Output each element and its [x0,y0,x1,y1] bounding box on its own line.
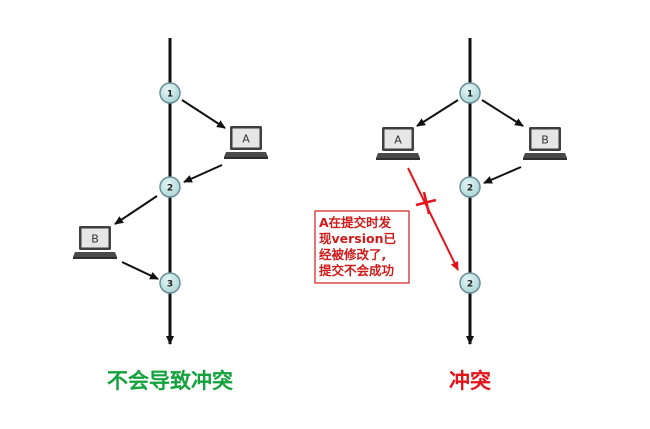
svg-text:2: 2 [467,184,473,194]
svg-text:1: 1 [467,90,473,100]
note-line-2: 现version已 [319,231,397,246]
left-node-2: 2 [159,176,181,198]
left-node-1: 1 [159,82,181,104]
note-line-3: 经被修改了, [319,247,386,262]
left-diagram: 1 2 3 A B 不会导致冲突 [73,38,268,393]
right-node-2: 2 [459,176,481,198]
conflict-note: A在提交时发 现version已 经被修改了, 提交不会成功 [314,210,410,284]
svg-text:1: 1 [167,90,173,100]
svg-text:A: A [242,133,250,146]
svg-text:B: B [541,134,549,147]
right-arrow-1-to-b [481,99,524,127]
svg-text:2: 2 [167,184,173,194]
conflict-cross-icon [415,191,437,215]
svg-text:2: 2 [467,280,473,290]
left-node-3: 3 [159,272,181,294]
left-arrow-a-to-2 [183,164,223,183]
left-laptop-a-icon: A [224,126,268,159]
svg-text:B: B [91,233,99,246]
left-arrow-1-to-a [181,99,226,129]
right-conflict-arrow [407,167,459,271]
note-line-1: A在提交时发 [319,215,392,230]
right-node-1: 1 [459,82,481,104]
right-laptop-a-icon: A [376,127,420,160]
left-arrow-2-to-b [114,195,158,225]
right-caption: 冲突 [449,369,491,393]
svg-text:3: 3 [167,280,173,290]
svg-text:A: A [394,134,402,147]
left-laptop-b-icon: B [73,226,117,259]
right-laptop-b-icon: B [523,127,567,160]
right-node-2b: 2 [459,272,481,294]
right-diagram: 1 2 2 A B A在提交时发 现version已 经被修改了, 提交不会成功 [314,38,567,393]
left-arrow-b-to-3 [121,261,159,280]
right-arrow-1-to-a [416,99,459,127]
note-line-4: 提交不会成功 [319,263,394,278]
right-arrow-b-to-2 [483,166,522,184]
left-caption: 不会导致冲突 [107,369,233,393]
